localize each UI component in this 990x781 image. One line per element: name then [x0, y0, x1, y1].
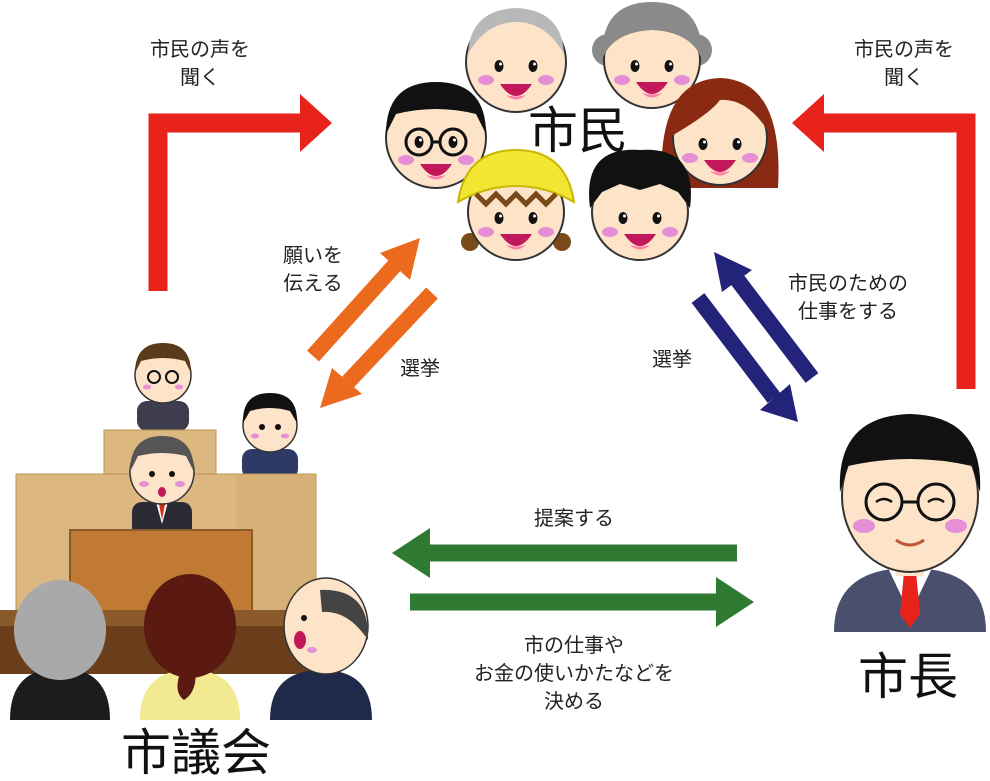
audience-woman — [140, 574, 240, 720]
work-for-citizens-line1: 市民のための — [788, 271, 908, 295]
election-arrow-left — [320, 287, 438, 408]
council-member-glasses — [134, 343, 192, 431]
convey-wishes-line2: 伝える — [283, 271, 342, 295]
convey-wishes-arrow — [307, 238, 420, 362]
council-member-young — [242, 393, 298, 479]
elderly-man-face — [465, 8, 567, 113]
mayor-illustration — [834, 414, 986, 632]
decide-line3: 決める — [544, 689, 604, 713]
election-right-label: 選挙 — [652, 347, 692, 371]
decide-arrow — [410, 577, 754, 627]
propose-label: 提案する — [534, 506, 614, 530]
elderly-woman-face — [592, 2, 712, 109]
convey-wishes-line1: 願いを — [283, 243, 343, 267]
woman-face — [661, 78, 779, 188]
listen-left-line1: 市民の声を — [150, 37, 250, 61]
council-label: 市議会 — [121, 724, 271, 781]
decide-line2: お金の使いかたなどを — [474, 661, 674, 685]
propose-arrow — [392, 528, 737, 578]
election-arrow-right — [691, 293, 798, 422]
work-for-citizens-arrow — [714, 252, 819, 383]
man-with-glasses-face — [385, 82, 487, 189]
listen-right-line1: 市民の声を — [854, 37, 954, 61]
listen-right-line2: 聞く — [884, 65, 924, 89]
mayor-label: 市長 — [858, 648, 958, 706]
listen-left-line2: 聞く — [180, 65, 220, 89]
work-for-citizens-line2: 仕事をする — [798, 299, 898, 323]
boy-face — [589, 149, 691, 261]
listen-arrow-right — [792, 94, 976, 389]
citizen-faces-illustration — [385, 2, 779, 261]
election-left-label: 選挙 — [400, 356, 440, 380]
girl-with-yellow-hat-face — [456, 148, 576, 261]
audience-man-profile — [270, 577, 372, 720]
decide-line1: 市の仕事や — [524, 633, 624, 657]
council-chamber-illustration — [0, 343, 372, 720]
citizens-label: 市民 — [528, 102, 628, 160]
council-speaker — [129, 436, 195, 542]
audience-gray-hair — [10, 580, 110, 720]
listen-arrow-left — [148, 94, 332, 291]
